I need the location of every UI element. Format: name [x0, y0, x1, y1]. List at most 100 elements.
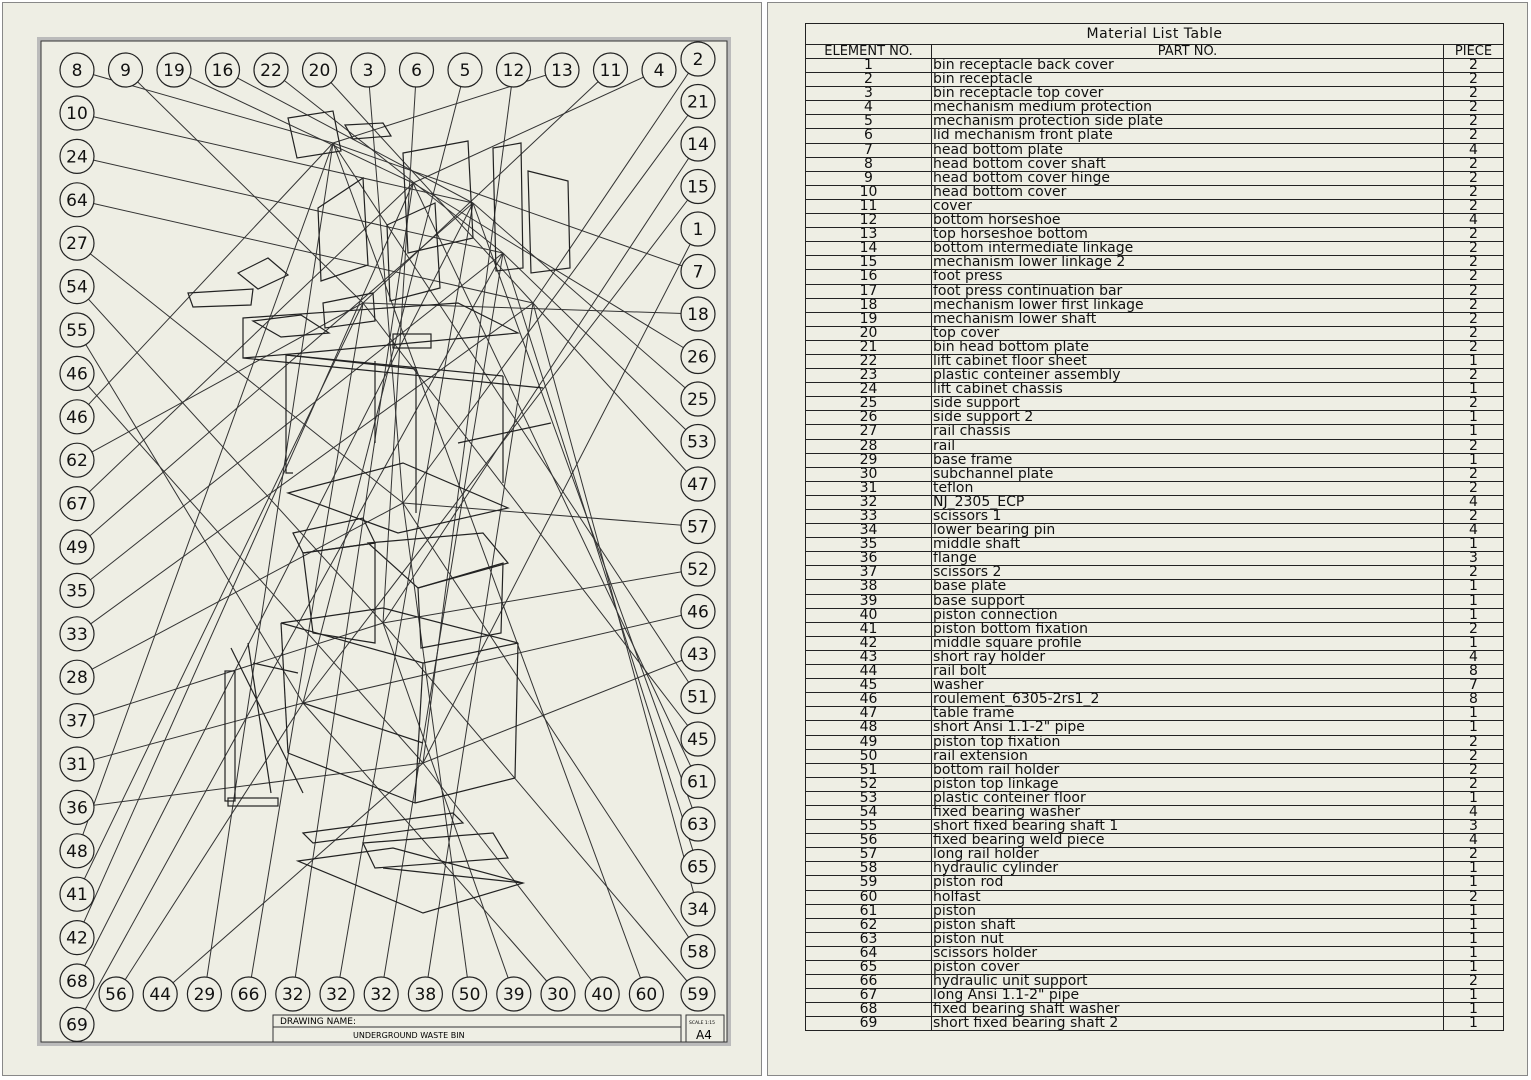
- part-balloon: 37: [59, 702, 95, 739]
- leader-line: [115, 702, 304, 995]
- piece-cell: 2: [1442, 748, 1505, 764]
- piece-cell: 2: [1442, 339, 1505, 355]
- leader-line: [76, 112, 474, 204]
- leader-line: [76, 142, 334, 418]
- balloon-number: 41: [66, 885, 88, 905]
- piece-cell: 1: [1442, 607, 1505, 623]
- piece-cell: 2: [1442, 396, 1505, 412]
- leader-line: [76, 373, 424, 764]
- element-no-cell: 38: [805, 579, 932, 595]
- piece-cell: 2: [1442, 86, 1505, 102]
- piece-cell: 7: [1442, 678, 1505, 694]
- assembly-parts: [187, 110, 571, 914]
- leader-line: [319, 69, 534, 304]
- piece-cell: 1: [1442, 1002, 1505, 1018]
- balloon-circle: [680, 636, 716, 672]
- part-no-cell: cover: [931, 198, 1444, 215]
- part-no-cell: fixed bearing weld piece: [931, 833, 1444, 849]
- element-no-cell: 52: [805, 776, 932, 792]
- floor-sheet-opening: [392, 333, 432, 349]
- piece-cell: 1: [1442, 959, 1505, 976]
- element-no-cell: 13: [805, 227, 932, 243]
- part-balloon: 32: [319, 976, 355, 1012]
- leader-line: [402, 101, 699, 504]
- balloon-number: 38: [415, 985, 437, 1005]
- element-no-cell: 53: [805, 790, 932, 806]
- piece-cell: 8: [1442, 664, 1505, 680]
- part-no-cell: bottom rail holder: [931, 762, 1444, 778]
- leader-line: [382, 143, 699, 624]
- leader-line: [422, 228, 699, 764]
- leader-line: [336, 202, 474, 995]
- part-balloon: 62: [59, 442, 95, 478]
- part-balloon: 60: [628, 976, 665, 1012]
- leader-line: [332, 142, 699, 272]
- piece-cell: 1: [1442, 706, 1505, 722]
- balloon-number: 29: [194, 985, 216, 1005]
- element-no-cell: 35: [805, 537, 932, 553]
- balloon-circle: [592, 52, 629, 88]
- balloon-circle: [680, 891, 716, 927]
- balloon-circle: [142, 976, 178, 1012]
- part-no-cell: plastic conteiner assembly: [931, 368, 1444, 384]
- part-balloon: 7: [680, 253, 716, 290]
- material-list-sheet: Material List Table ELEMENT NO. PART NO.…: [767, 2, 1528, 1076]
- piece-cell: 4: [1442, 142, 1505, 158]
- element-no-cell: 5: [805, 114, 932, 130]
- part-no-cell: scissors 2: [931, 565, 1444, 581]
- leader-line: [362, 69, 611, 304]
- balloon-circle: [59, 355, 95, 391]
- leader-line: [382, 622, 699, 995]
- part-no-cell: short ray holder: [931, 649, 1444, 666]
- leader-line: [412, 69, 660, 184]
- part-balloon: 9: [107, 52, 144, 88]
- balloon-number: 65: [687, 858, 709, 878]
- piece-cell: 1: [1442, 931, 1505, 947]
- part-balloon: 32: [275, 976, 311, 1012]
- element-no-cell: 32: [805, 494, 932, 511]
- cover-part: [343, 122, 393, 140]
- part-balloon: 61: [680, 763, 716, 800]
- table-frame-bottom-1: [287, 752, 416, 804]
- balloon-number: 20: [309, 61, 331, 81]
- piece-cell: 2: [1442, 114, 1505, 130]
- piece-cell: 2: [1442, 170, 1505, 186]
- element-no-cell: 9: [805, 170, 932, 186]
- base-plate-part: [301, 812, 465, 844]
- part-balloon: 68: [59, 963, 95, 999]
- balloon-circle: [59, 312, 95, 348]
- part-no-cell: top cover: [931, 325, 1444, 341]
- part-no-cell: scissors holder: [931, 945, 1444, 962]
- balloon-number: 21: [687, 93, 709, 113]
- leader-line: [173, 69, 414, 184]
- header-part-no: PART NO.: [931, 44, 1444, 59]
- part-no-cell: bin head bottom plate: [931, 339, 1444, 355]
- element-no-cell: 42: [805, 635, 932, 651]
- piece-cell: 1: [1442, 424, 1505, 440]
- piece-cell: 2: [1442, 311, 1505, 327]
- bin-receptacle-left-part: [317, 176, 369, 282]
- balloon-circle: [350, 52, 386, 88]
- balloon-circle: [59, 486, 95, 522]
- leader-line: [76, 202, 474, 982]
- balloon-circle: [641, 52, 677, 88]
